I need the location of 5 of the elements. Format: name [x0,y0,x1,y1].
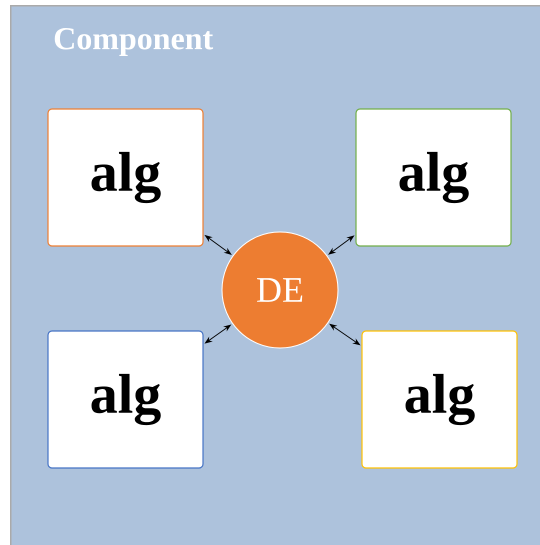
circle-node: DE [222,232,338,348]
alg-box: alg [361,330,518,469]
alg-box: alg [47,330,204,469]
alg-box: alg [355,108,512,247]
alg-box: alg [47,108,204,247]
